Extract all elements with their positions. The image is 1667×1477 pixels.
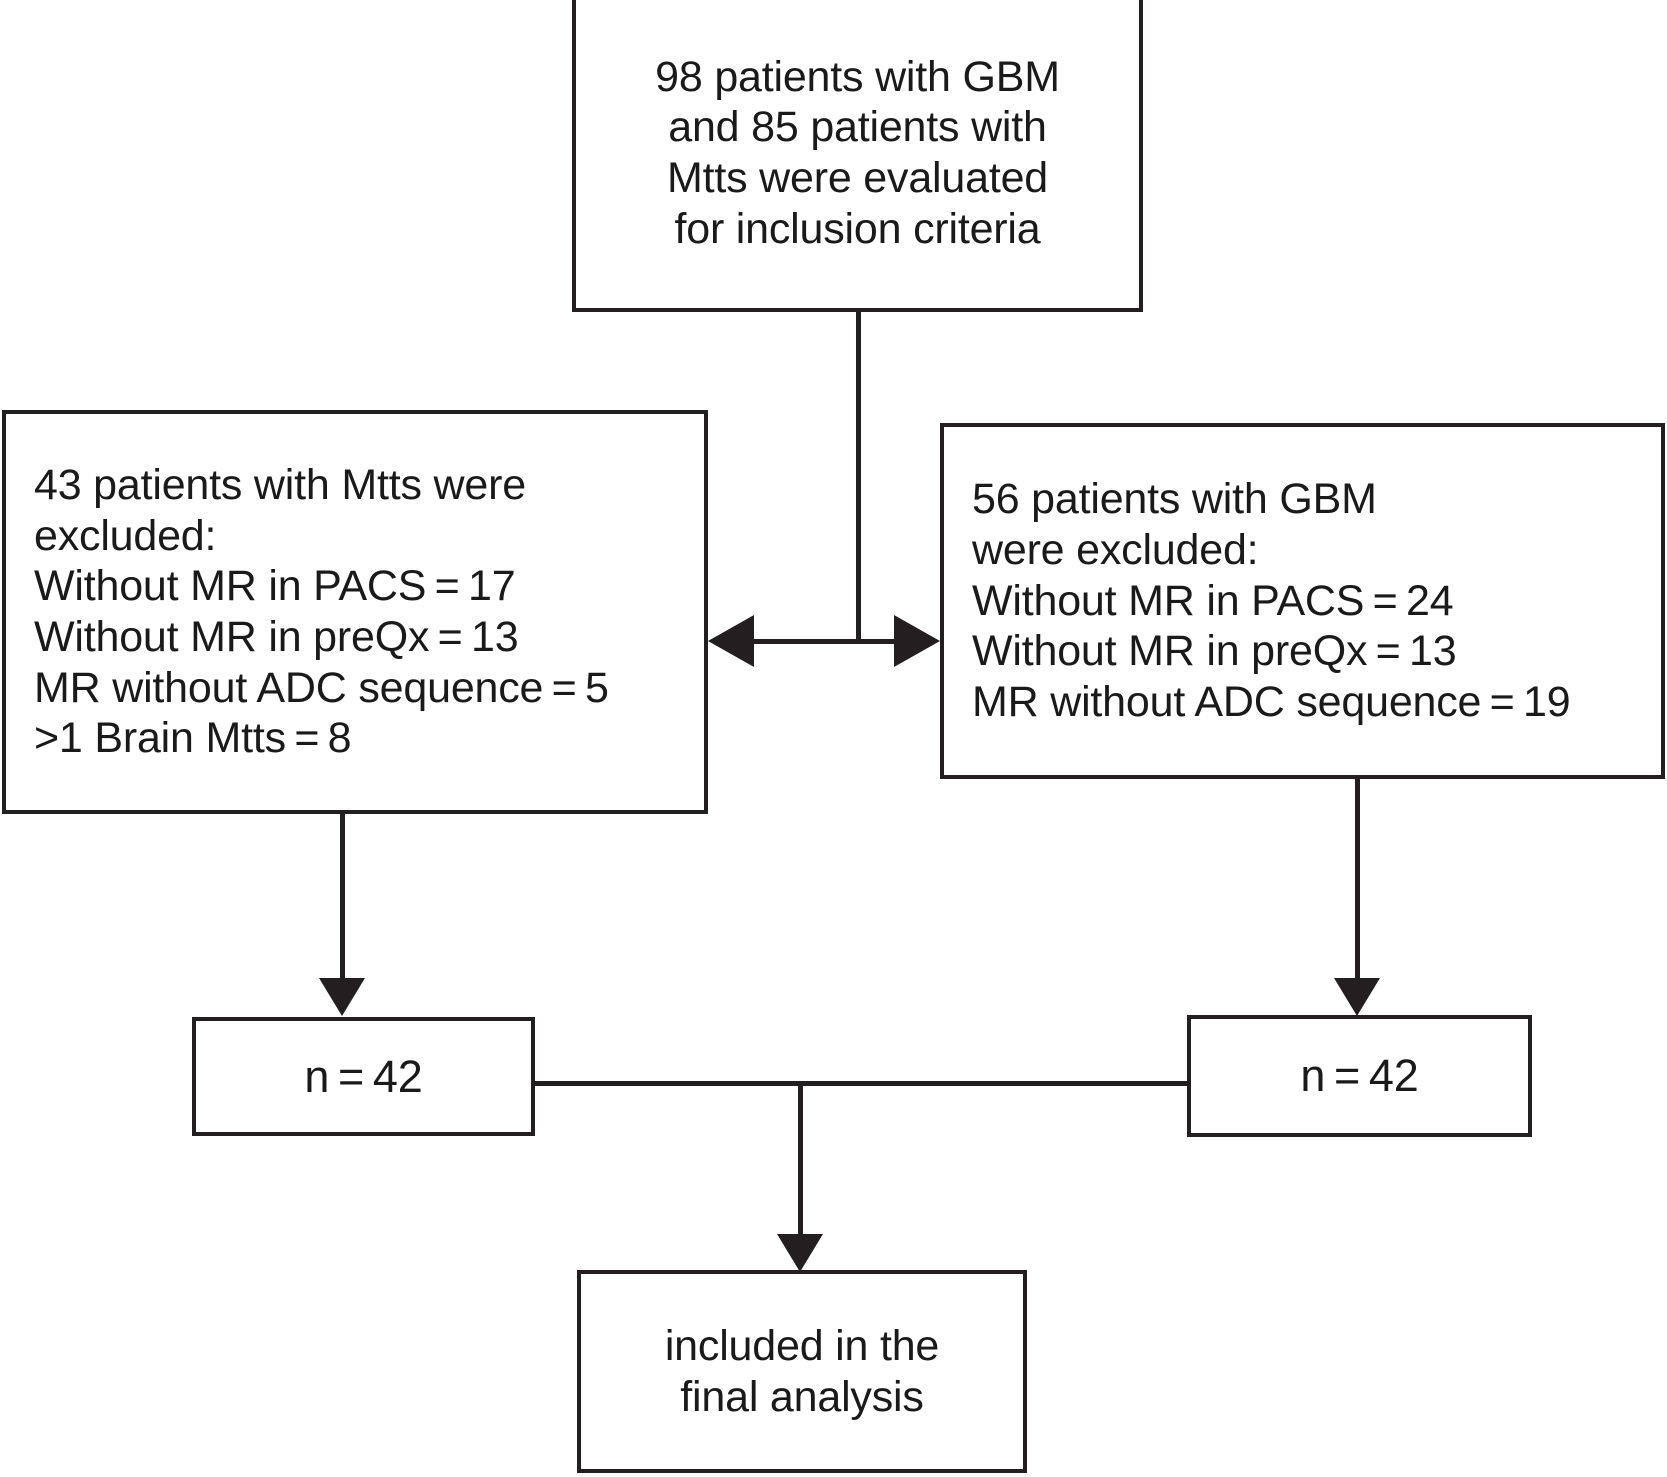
- node-screened-line-1: 98 patients with GBM: [655, 52, 1060, 101]
- connector-n-join-bar: [533, 1081, 1189, 1086]
- node-screened-line-4: for inclusion criteria: [674, 204, 1041, 253]
- node-excluded-mtts-line-5: MR without ADC sequence = 5: [34, 663, 609, 712]
- node-n-right: n = 42: [1187, 1015, 1532, 1137]
- arrow-to-n-right: [1334, 978, 1380, 1016]
- connector-screened-stem: [856, 308, 861, 644]
- arrow-to-n-left: [319, 978, 365, 1016]
- node-excluded-gbm-line-5: MR without ADC sequence = 19: [972, 678, 1571, 727]
- node-excluded-mtts: 43 patients with Mtts were excluded: Wit…: [2, 410, 708, 814]
- node-screened-line-2: and 85 patients with: [668, 103, 1047, 152]
- arrow-to-excluded-gbm: [894, 615, 940, 667]
- node-screened-population: 98 patients with GBM and 85 patients wit…: [572, 0, 1143, 312]
- connector-join-to-final: [798, 1081, 803, 1236]
- node-excluded-mtts-line-3: Without MR in PACS = 17: [34, 562, 516, 611]
- connector-gbm-to-n-right: [1355, 779, 1360, 979]
- node-excluded-gbm: 56 patients with GBM were excluded: With…: [940, 423, 1665, 779]
- connector-split-bar: [730, 639, 930, 644]
- node-final-analysis: included in the final analysis: [577, 1270, 1027, 1473]
- arrow-to-excluded-mtts: [708, 615, 754, 667]
- node-excluded-mtts-line-4: Without MR in preQx = 13: [34, 613, 519, 661]
- node-excluded-mtts-line-6: >1 Brain Mtts = 8: [34, 714, 352, 763]
- node-excluded-gbm-line-4: Without MR in preQx = 13: [972, 627, 1457, 676]
- node-n-right-label: n = 42: [1300, 1050, 1419, 1102]
- node-excluded-mtts-line-2: excluded:: [34, 511, 217, 560]
- node-screened-line-3: Mtts were evaluated: [667, 154, 1048, 202]
- node-final-analysis-line-1: included in the: [664, 1321, 940, 1370]
- node-n-left-label: n = 42: [304, 1050, 423, 1102]
- node-final-analysis-line-2: final analysis: [680, 1372, 924, 1421]
- node-excluded-gbm-line-2: were excluded:: [972, 525, 1259, 574]
- node-excluded-gbm-line-3: Without MR in PACS = 24: [972, 576, 1454, 625]
- arrow-to-final: [777, 1234, 823, 1272]
- connector-mtts-to-n-left: [340, 814, 345, 979]
- node-n-left: n = 42: [192, 1017, 535, 1136]
- node-excluded-mtts-line-1: 43 patients with Mtts were: [34, 460, 526, 509]
- node-excluded-gbm-line-1: 56 patients with GBM: [972, 475, 1377, 524]
